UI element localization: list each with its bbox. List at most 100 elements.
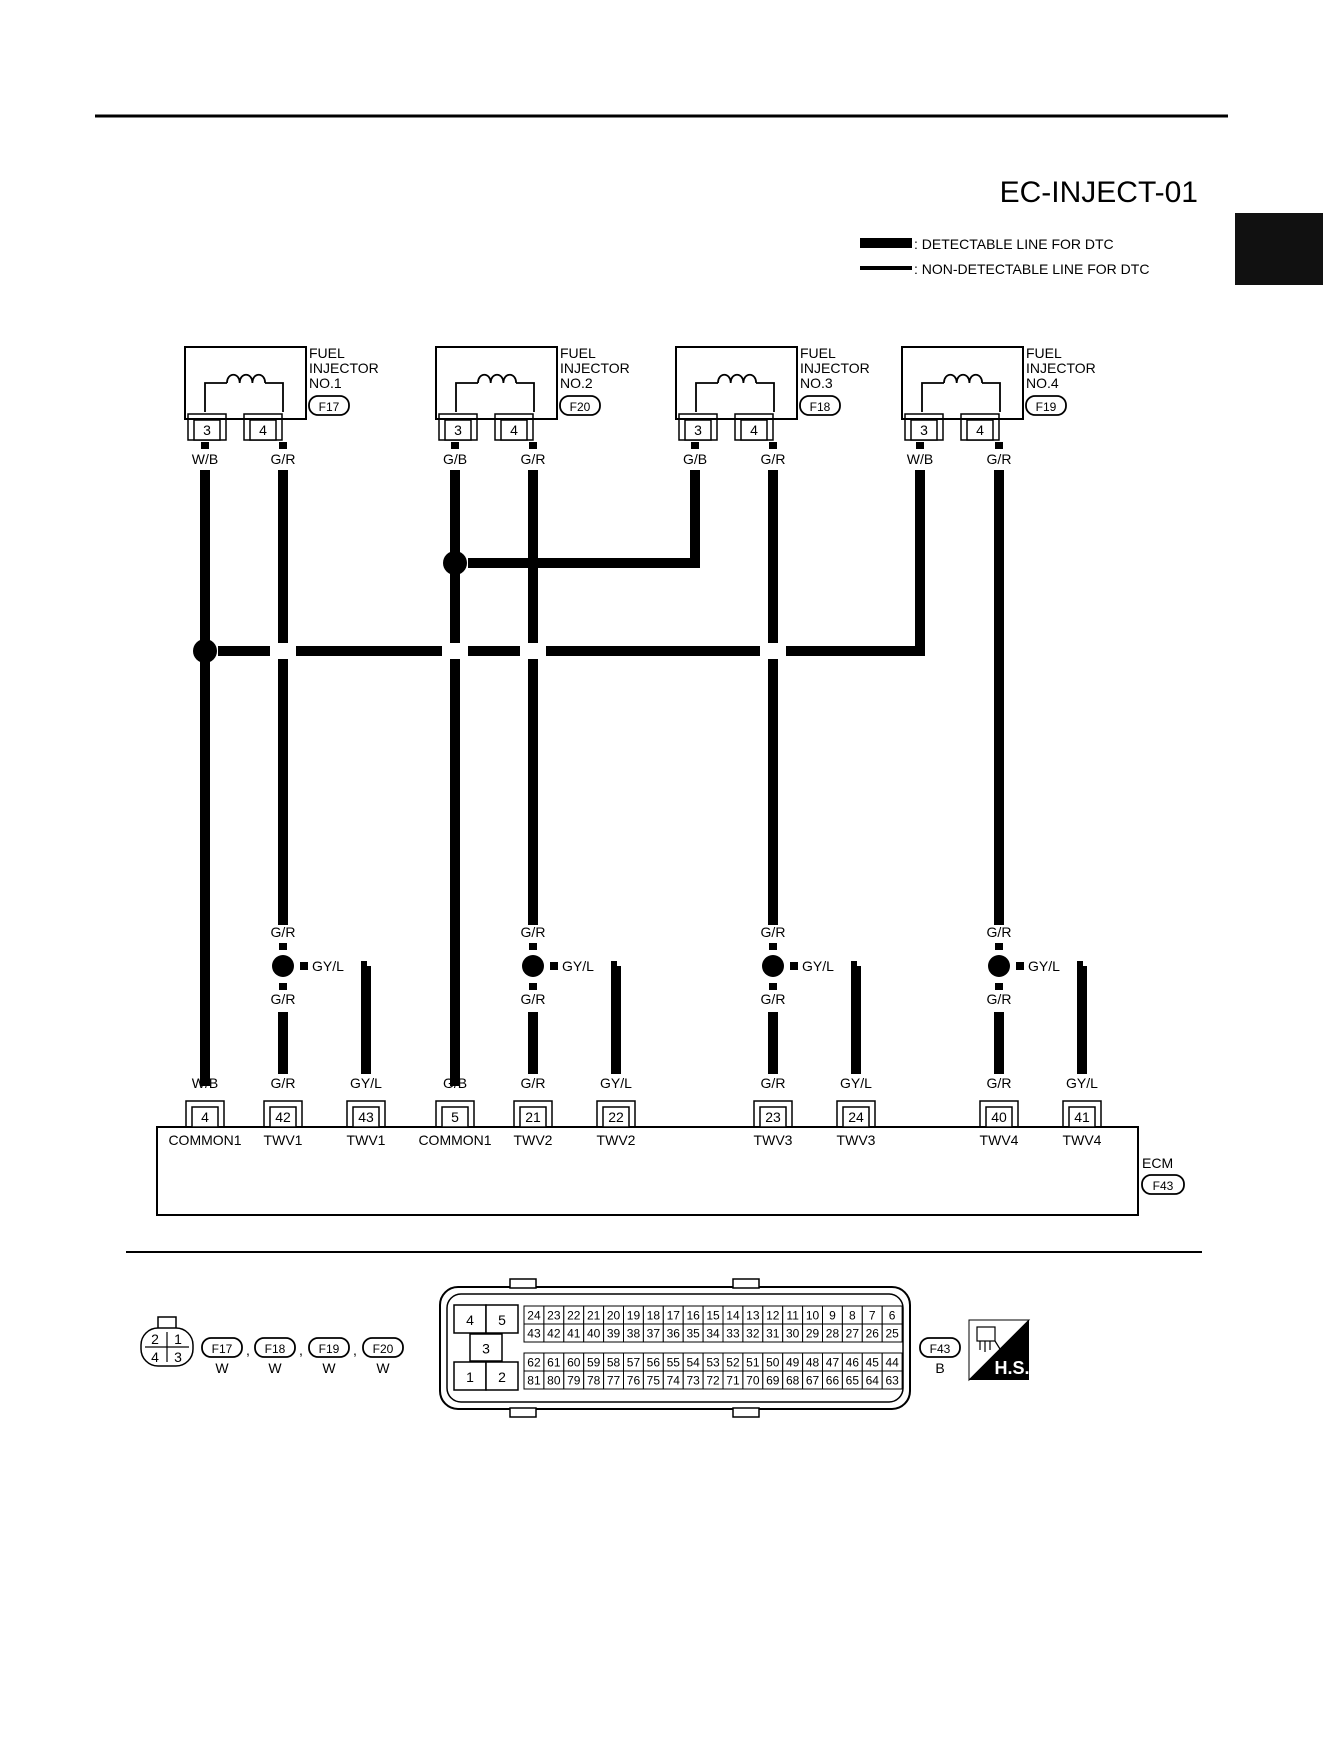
hs-badge-black-half <box>969 1320 1029 1380</box>
ecm-pin-number: 8 <box>849 1309 856 1323</box>
ecm-terminal-name: COMMON1 <box>168 1132 241 1148</box>
ecm-big-pin-label: 3 <box>482 1341 490 1357</box>
connector-ref-label: F17 <box>212 1342 233 1356</box>
pin-box <box>602 1106 630 1128</box>
crossing-gap <box>760 643 786 659</box>
pin-box <box>842 1106 870 1128</box>
injector-pin-b: 4 <box>750 422 758 438</box>
wire-stub <box>769 943 777 950</box>
ecm-connector-latch <box>509 1278 537 1289</box>
connector-ref-label: F20 <box>373 1342 394 1356</box>
pin-box <box>249 419 277 441</box>
wire-gyl-branch <box>361 961 371 1074</box>
ecm-pin-number: 67 <box>806 1374 820 1388</box>
injector-title-line1: FUEL <box>560 345 596 361</box>
ecm-pin-number: 65 <box>846 1374 860 1388</box>
injector-wire-a-color: G/B <box>683 451 707 467</box>
injector-title-line3: NO.2 <box>560 375 593 391</box>
pin-box <box>1068 1106 1096 1128</box>
splice-2: G/RGY/LG/R <box>521 924 621 1074</box>
wire-stub <box>691 442 699 449</box>
ecm-label: ECM <box>1142 1155 1173 1171</box>
pin-box <box>910 419 938 441</box>
ecm-pin-number: 60 <box>567 1356 581 1370</box>
splice-1: G/RGY/LG/R <box>271 924 371 1074</box>
ecm-big-pin <box>485 1304 519 1334</box>
ecm-connector-inner <box>446 1293 904 1403</box>
hs-badge: H.S. <box>968 1319 1031 1382</box>
splice-dot <box>522 955 544 977</box>
ecm-pin-number: 16 <box>686 1309 700 1323</box>
splice-lower-color: G/R <box>761 991 786 1007</box>
ecm-pin-number: 68 <box>786 1374 800 1388</box>
ecm-pin-number: 61 <box>547 1356 561 1370</box>
pin-box <box>193 419 221 441</box>
injector-pin-a: 3 <box>454 422 462 438</box>
ecm-block: ECM F43 W/B4COMMON1G/R42TWV1GY/L43TWV1G/… <box>156 1075 1185 1216</box>
ecm-pin-number: 44 <box>885 1356 899 1370</box>
ecm-terminal-pin: 22 <box>608 1109 624 1125</box>
ecm-pin-number: 58 <box>607 1356 621 1370</box>
ecm-terminal-name: TWV1 <box>264 1132 303 1148</box>
ecm-terminal-name: COMMON1 <box>418 1132 491 1148</box>
ecm-pin-number: 80 <box>547 1374 561 1388</box>
connector-ref-badge <box>254 1337 296 1358</box>
ecm-pin-number: 76 <box>627 1374 641 1388</box>
ecm-pin-number: 74 <box>667 1374 681 1388</box>
ecm-pin-number: 28 <box>826 1327 840 1341</box>
injector-body <box>675 346 798 420</box>
ecm-pin-number: 6 <box>889 1309 896 1323</box>
coil-icon <box>477 373 517 384</box>
wire-stub <box>529 983 537 990</box>
wire-stub <box>201 442 209 449</box>
ecm-pin-number: 39 <box>607 1327 621 1341</box>
pin-box <box>684 419 712 441</box>
pin-box <box>441 1106 469 1128</box>
ecm-pin-number: 36 <box>667 1327 681 1341</box>
injector-pin-b: 4 <box>510 422 518 438</box>
injector-connector-badge <box>308 395 350 416</box>
ecm-pin-number: 55 <box>667 1356 681 1370</box>
coil-icon <box>226 373 266 384</box>
ecm-pin-number: 57 <box>627 1356 641 1370</box>
ecm-pin-number: 21 <box>587 1309 601 1323</box>
ecm-pin-number: 15 <box>706 1309 720 1323</box>
injector-pin-a: 3 <box>920 422 928 438</box>
injector-title-line1: FUEL <box>309 345 345 361</box>
ecm-pin-number: 69 <box>766 1374 780 1388</box>
injector-title-line2: INJECTOR <box>560 360 630 376</box>
ecm-terminal-pin: 23 <box>765 1109 781 1125</box>
ecm-pin-number: 26 <box>866 1327 880 1341</box>
connector-color: W <box>322 1360 336 1376</box>
splice-upper-color: G/R <box>521 924 546 940</box>
ecm-big-pin-label: 4 <box>466 1312 474 1328</box>
ecm-pin-number: 53 <box>706 1356 720 1370</box>
ecm-connector-label: F43 <box>1153 1179 1174 1193</box>
ecm-pin-number: 64 <box>866 1374 880 1388</box>
ecm-terminal-wire-color: GY/L <box>1066 1075 1098 1091</box>
ecm-pin-number: 56 <box>647 1356 661 1370</box>
ecm-pin-number: 50 <box>766 1356 780 1370</box>
splice-dot <box>988 955 1010 977</box>
pin-box <box>500 419 528 441</box>
ecm-pin-number: 40 <box>587 1327 601 1341</box>
ecm-view-connector-badge <box>919 1337 961 1358</box>
injector-connector-badge <box>799 395 841 416</box>
ecm-connector-latch <box>509 1407 537 1418</box>
ecm-pin-number: 11 <box>786 1309 799 1323</box>
connector-color: W <box>268 1360 282 1376</box>
ecm-pin-number: 71 <box>726 1374 740 1388</box>
ecm-box <box>156 1126 1139 1216</box>
ecm-pin-number: 42 <box>547 1327 561 1341</box>
injector-connector-label: F20 <box>570 400 591 414</box>
connector-ref-badge <box>308 1337 350 1358</box>
pin-box <box>966 419 994 441</box>
ecm-pin-number: 17 <box>667 1309 681 1323</box>
connector-pin-2: 2 <box>151 1331 159 1347</box>
crossing-gap <box>270 643 296 659</box>
